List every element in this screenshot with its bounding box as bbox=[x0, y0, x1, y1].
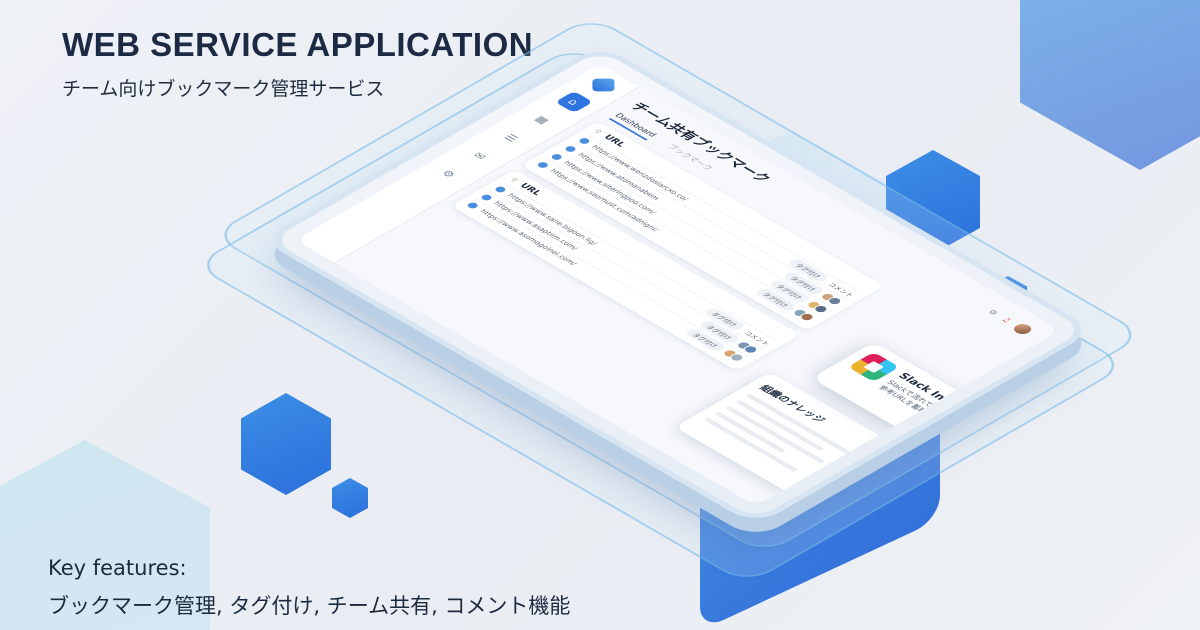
app-screen: ⌂ ▦ ☰ ✉ ⚙ ⚙ ♫ チーム共有ブックマーク Dashboard ブ bbox=[295, 64, 1061, 506]
globe-icon bbox=[550, 152, 565, 161]
globe-icon bbox=[577, 136, 592, 145]
logo-icon bbox=[592, 78, 615, 92]
slack-logo-icon bbox=[847, 352, 900, 383]
tag-icon: ⚲ bbox=[508, 177, 520, 184]
features-list: ブックマーク管理, タグ付け, チーム共有, コメント機能 bbox=[48, 594, 571, 618]
features-label: Key features: bbox=[48, 556, 187, 580]
avatar-group bbox=[720, 348, 747, 364]
grid-icon[interactable]: ▦ bbox=[532, 113, 553, 126]
avatar-group bbox=[790, 307, 817, 323]
page-subtitle: チーム向けブックマーク管理サービス bbox=[62, 78, 385, 100]
tablet-device: ⌂ ▦ ☰ ✉ ⚙ ⚙ ♫ チーム共有ブックマーク Dashboard ブ bbox=[270, 50, 1085, 520]
decorative-hexagon-blue-large-left bbox=[241, 393, 331, 495]
decorative-hexagon-top-right bbox=[1020, 0, 1200, 170]
globe-icon bbox=[466, 201, 481, 210]
notification-icon[interactable]: ♫ bbox=[999, 315, 1014, 324]
list-icon[interactable]: ☰ bbox=[501, 132, 522, 144]
mail-icon[interactable]: ✉ bbox=[470, 150, 490, 162]
page-title: WEB SERVICE APPLICATION bbox=[62, 26, 534, 63]
decorative-hexagon-blue-small-left bbox=[332, 478, 368, 518]
globe-icon bbox=[564, 144, 578, 153]
home-icon[interactable]: ⌂ bbox=[554, 90, 593, 113]
globe-icon bbox=[480, 193, 494, 202]
globe-icon bbox=[536, 160, 551, 169]
tag-icon: ⚲ bbox=[592, 128, 604, 136]
settings-icon[interactable]: ⚙ bbox=[438, 168, 459, 180]
globe-icon bbox=[493, 185, 508, 194]
